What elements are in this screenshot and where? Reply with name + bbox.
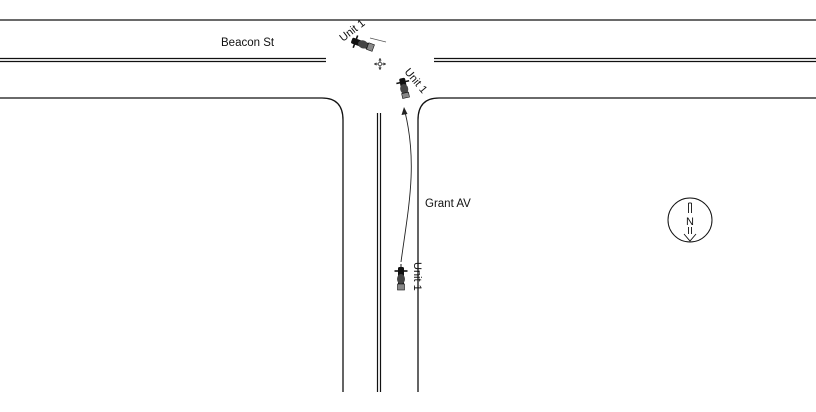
beacon-st-centerline-east	[434, 57, 816, 63]
curb-southwest	[0, 97, 344, 392]
north-arrow-icon	[667, 197, 713, 243]
path-arrowhead-icon	[401, 107, 408, 115]
unit-final-motorcycle-icon	[351, 35, 375, 52]
unit-travel-path	[400, 111, 412, 263]
compass-north-letter: N	[686, 216, 694, 228]
curb-southeast	[417, 97, 816, 392]
unit-start-motorcycle-icon	[394, 264, 408, 291]
unit-start-label: Unit 1	[411, 262, 423, 291]
beacon-st-label: Beacon St	[221, 37, 275, 49]
impact-point-icon	[374, 58, 386, 70]
grant-av-centerline	[376, 113, 382, 392]
unit-mid-motorcycle-icon	[396, 77, 410, 99]
unit-final-debris-line	[369, 37, 387, 43]
grant-av-label: Grant AV	[425, 198, 471, 210]
beacon-st-centerline-west	[0, 57, 326, 63]
